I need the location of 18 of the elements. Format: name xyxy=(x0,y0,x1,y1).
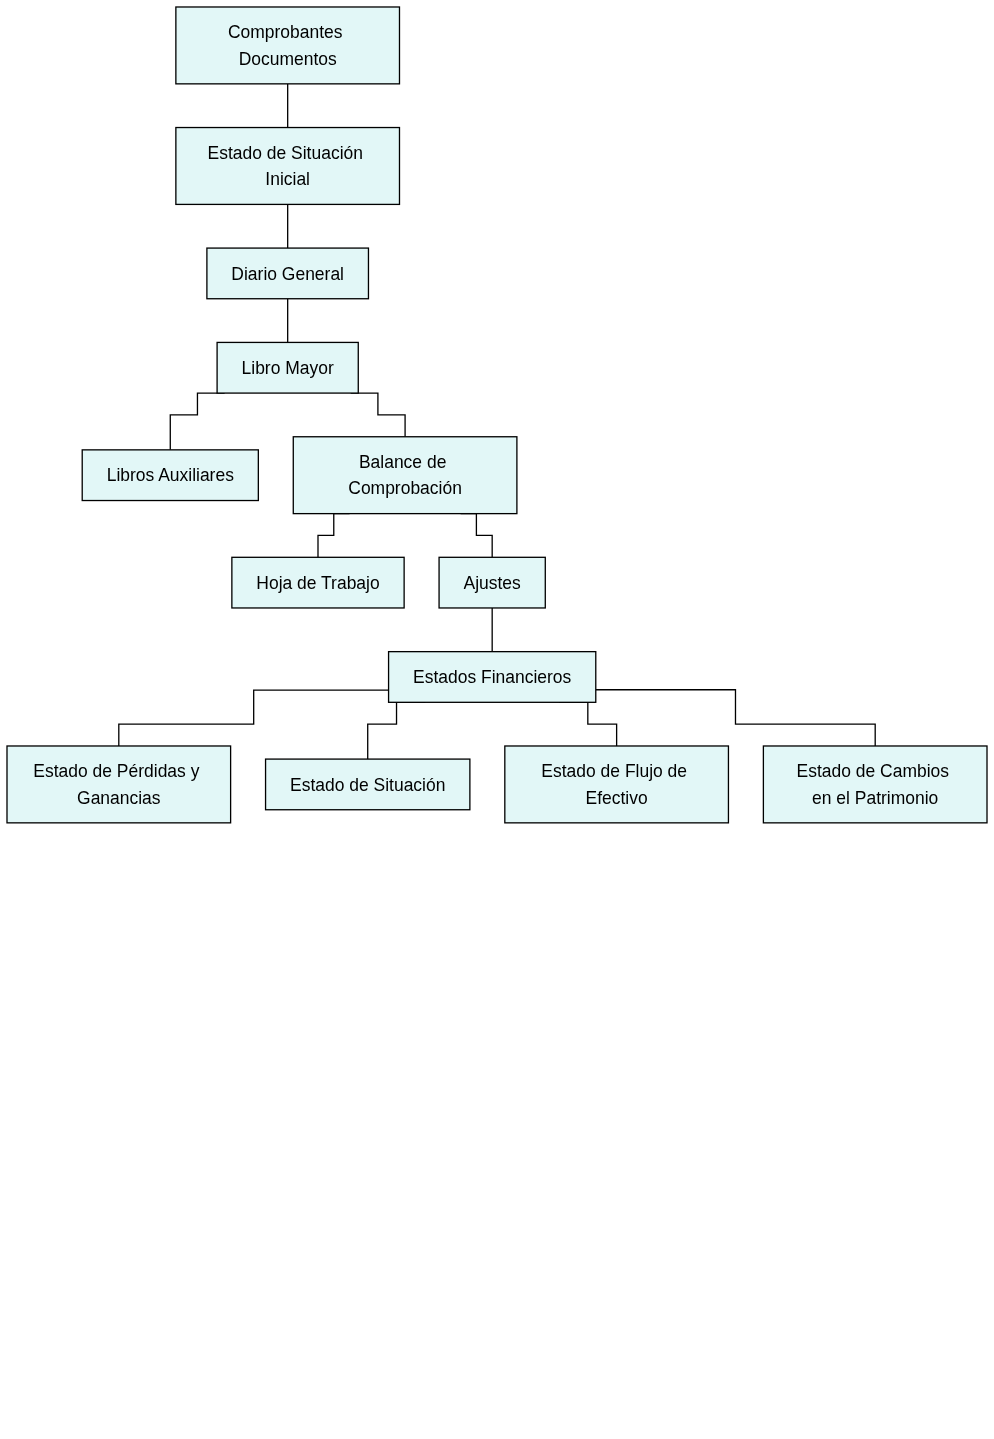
connector xyxy=(595,689,876,747)
connector xyxy=(287,203,289,249)
node-box: Hoja de Trabajo xyxy=(231,556,405,609)
node-box: Estado de Situación xyxy=(264,758,471,811)
node-box: Comprobantes Documentos xyxy=(175,6,401,85)
node-box: Estados Financieros xyxy=(387,651,597,703)
node-box: Estado de Cambios en el Patrimonio xyxy=(762,745,988,824)
node-box: Balance de Comprobación xyxy=(292,436,518,515)
node-box: Estado de Pérdidas y Ganancias xyxy=(6,745,232,824)
connector xyxy=(287,298,289,344)
connector xyxy=(287,83,289,129)
node-box: Libros Auxiliares xyxy=(81,449,259,502)
node-box: Diario General xyxy=(206,247,370,300)
node-box: Estado de Situación Inicial xyxy=(175,126,401,206)
node-box: Ajustes xyxy=(438,556,546,609)
connector xyxy=(491,607,493,653)
node-box: Libro Mayor xyxy=(216,341,359,394)
node-box: Estado de Flujo de Efectivo xyxy=(504,745,730,824)
